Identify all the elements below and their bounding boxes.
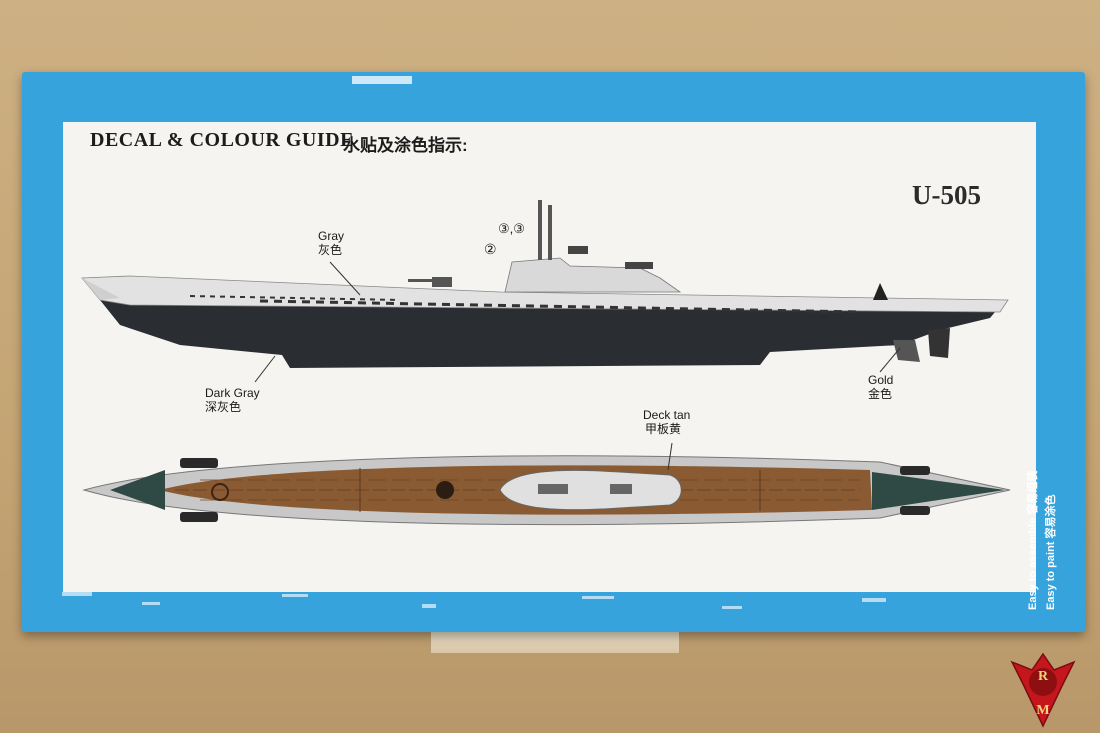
submarine-side-view bbox=[81, 200, 1009, 368]
logo-letter-m: M bbox=[1036, 703, 1049, 718]
lower-hull-dark-gray bbox=[100, 300, 1005, 368]
submarine-top-view bbox=[82, 455, 1011, 526]
decal-callout-2: ② bbox=[484, 241, 497, 257]
bow-dark bbox=[872, 472, 1005, 510]
stern-dark bbox=[110, 470, 165, 510]
logo-letter-r: R bbox=[1038, 669, 1049, 684]
periscope-right bbox=[548, 205, 552, 260]
conning-tower bbox=[504, 257, 682, 293]
conning-tower-top bbox=[499, 469, 682, 511]
guide-title: DECAL & COLOUR GUIDE bbox=[90, 129, 354, 151]
periscope-left bbox=[538, 200, 542, 260]
model-number: U-505 bbox=[912, 180, 981, 210]
propeller-gold bbox=[893, 340, 920, 362]
box-side-text-paint: Easy to paint 容易涂色 bbox=[1045, 494, 1057, 610]
decal-callout-3: ③,③ bbox=[498, 221, 525, 236]
guide-title-chinese: 水贴及涂色指示: bbox=[343, 136, 468, 155]
upper-hull-gray bbox=[81, 275, 1009, 313]
rm-logo: R M bbox=[1010, 652, 1076, 728]
deck-gun bbox=[432, 277, 452, 287]
